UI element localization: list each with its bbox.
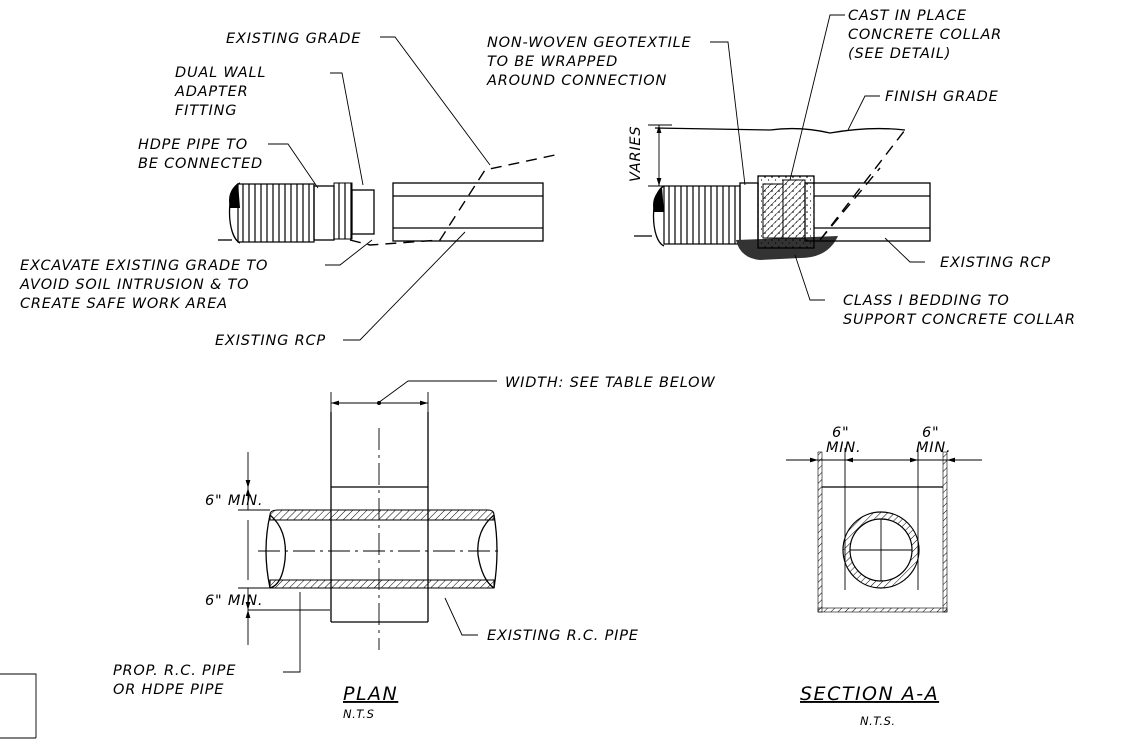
hdpe-pipe-corrugated-connected xyxy=(634,182,759,247)
label-existing-rcp-right: EXISTING RCP xyxy=(940,255,1051,271)
label-finish-grade: FINISH GRADE xyxy=(885,89,999,105)
section-min-right-1: 6" xyxy=(922,425,940,441)
section-title: SECTION A-A xyxy=(800,683,939,705)
label-bedding-2: SUPPORT CONCRETE COLLAR xyxy=(843,312,1076,328)
plan-prop-pipe-1: PROP. R.C. PIPE xyxy=(113,663,236,679)
label-hdpe-1: HDPE PIPE TO xyxy=(138,137,248,153)
label-varies: VARIES xyxy=(628,126,644,182)
label-excavate-2: AVOID SOIL INTRUSION & TO xyxy=(19,277,249,293)
section-min-left-2: MIN. xyxy=(826,440,861,456)
section-min-right-2: MIN. xyxy=(916,440,951,456)
section-a-a-view: 6" MIN. 6" MIN. SECTION A-A N.T.S. xyxy=(786,425,982,728)
label-excavate-1: EXCAVATE EXISTING GRADE TO xyxy=(20,258,268,274)
completed-connection-view: VARIES NON-WOVEN GEOTEXTILE TO BE WRAPPE… xyxy=(486,8,1076,328)
plan-prop-pipe-2: OR HDPE PIPE xyxy=(113,682,224,698)
label-geotextile-2: TO BE WRAPPED xyxy=(487,54,618,70)
label-dual-wall-2: ADAPTER xyxy=(174,84,248,100)
label-geotextile-1: NON-WOVEN GEOTEXTILE xyxy=(487,35,692,51)
plan-min-bottom: 6" MIN. xyxy=(205,593,263,609)
label-collar-1: CAST IN PLACE xyxy=(848,8,967,24)
label-excavate-3: CREATE SAFE WORK AREA xyxy=(20,296,228,312)
existing-condition-view: EXISTING GRADE DUAL WALL ADAPTER FITTING… xyxy=(19,31,556,349)
section-scale: N.T.S. xyxy=(860,714,896,728)
existing-rcp-pipe-right xyxy=(804,182,931,242)
plan-existing-pipe: EXISTING R.C. PIPE xyxy=(487,628,639,644)
label-hdpe-2: BE CONNECTED xyxy=(138,156,263,172)
partial-adjacent-detail xyxy=(0,673,37,739)
label-existing-grade: EXISTING GRADE xyxy=(226,31,361,47)
label-bedding-1: CLASS I BEDDING TO xyxy=(843,293,1010,309)
plan-view: WIDTH: SEE TABLE BELOW 6" MIN. 6" MIN. xyxy=(113,375,716,721)
label-geotextile-3: AROUND CONNECTION xyxy=(486,73,667,89)
plan-min-top: 6" MIN. xyxy=(205,493,263,509)
plan-pipe xyxy=(265,509,498,589)
plan-scale: N.T.S xyxy=(343,707,374,721)
label-collar-3: (SEE DETAIL) xyxy=(848,46,951,62)
plan-title: PLAN xyxy=(343,683,398,705)
plan-width-note: WIDTH: SEE TABLE BELOW xyxy=(505,375,716,391)
section-min-left-1: 6" xyxy=(832,425,850,441)
label-existing-rcp-left: EXISTING RCP xyxy=(215,333,326,349)
label-collar-2: CONCRETE COLLAR xyxy=(848,27,1002,43)
hdpe-pipe-corrugated xyxy=(218,182,375,244)
label-dual-wall-3: FITTING xyxy=(175,103,237,119)
label-dual-wall-1: DUAL WALL xyxy=(175,65,266,81)
existing-rcp-pipe xyxy=(392,182,544,242)
excavation-line xyxy=(349,154,556,246)
